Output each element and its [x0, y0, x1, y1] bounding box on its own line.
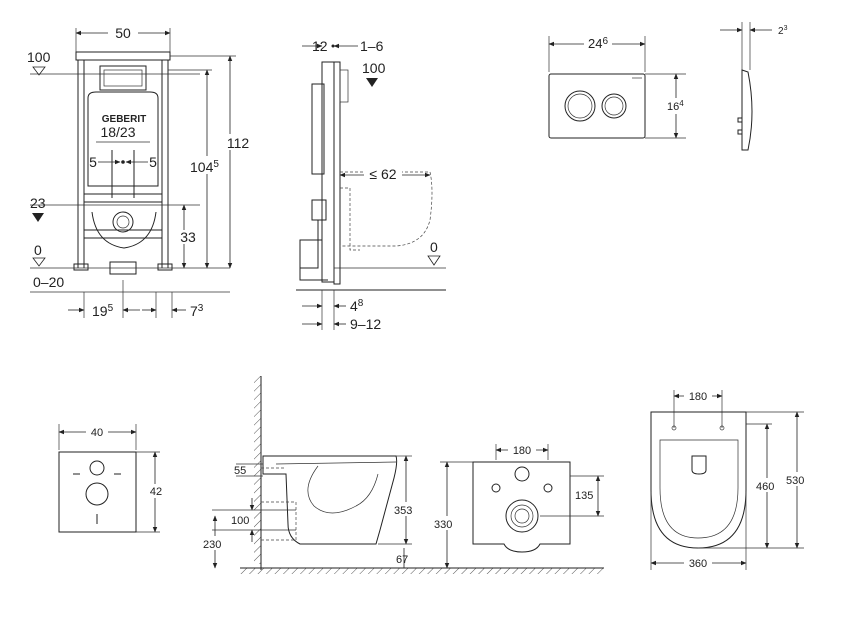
plate-height: 16	[667, 101, 679, 113]
toilet-top-view: 180 460 530 360	[650, 388, 810, 570]
frame-width-19: 19	[92, 303, 108, 319]
side-reach: ≤ 62	[369, 166, 396, 182]
toilet-back-view: 180 330 135	[434, 442, 604, 569]
svg-text:1045: 1045	[190, 159, 219, 175]
toilet-side-100: 100	[231, 515, 249, 527]
plate-depth: 2	[778, 26, 784, 37]
frame-level-100: 100	[27, 49, 51, 65]
frame-offset-right: 5	[149, 154, 157, 170]
frame-level-0: 0	[34, 242, 42, 258]
wall-plate-width: 40	[91, 427, 103, 439]
frame-width-19-sup: 5	[108, 303, 114, 314]
frame-height-104-sup: 5	[213, 159, 219, 170]
side-bottom-4: 4	[350, 298, 358, 314]
side-level-0: 0	[430, 239, 438, 255]
side-bottom-4-sup: 8	[358, 298, 364, 309]
toilet-top-180: 180	[689, 391, 707, 403]
wall-plate-height: 42	[150, 486, 162, 498]
plate-height-sup: 4	[679, 99, 684, 108]
toilet-back-135: 135	[575, 490, 593, 502]
svg-text:195: 195	[92, 303, 114, 319]
side-top-12: 12	[312, 38, 328, 54]
frame-level-23: 23	[30, 195, 46, 211]
flush-plate-front: 246 164	[548, 36, 688, 139]
toilet-side-67: 67	[396, 554, 408, 566]
frame-height-33: 33	[180, 229, 196, 245]
svg-text:164: 164	[667, 99, 684, 113]
frame-height-104: 104	[190, 159, 214, 175]
frame-offset-left: 5	[89, 154, 97, 170]
toilet-top-530: 530	[786, 475, 804, 487]
frame-width-7: 7	[190, 303, 198, 319]
svg-text:23: 23	[778, 25, 788, 37]
side-top-1-6: 1–6	[360, 38, 384, 54]
frame-brand-label: GEBERIT	[102, 114, 146, 125]
toilet-top-360: 360	[689, 558, 707, 570]
toilet-side-view: 55 100 230 353 67	[202, 376, 604, 574]
svg-text:73: 73	[190, 303, 204, 319]
svg-text:48: 48	[350, 298, 364, 314]
wall-plate: 40 42	[58, 424, 164, 533]
plate-width-sup: 6	[602, 36, 608, 47]
svg-text:246: 246	[588, 36, 608, 51]
frame-range-18-23: 18/23	[100, 124, 135, 140]
frame-side-view: 12 1–6 100 ≤ 62 0 48 9–12	[296, 38, 446, 332]
toilet-side-230: 230	[203, 539, 221, 551]
side-level-100: 100	[362, 60, 386, 76]
frame-range-0-20: 0–20	[33, 274, 64, 290]
frame-width-label: 50	[115, 25, 131, 41]
side-bottom-9-12: 9–12	[350, 316, 381, 332]
frame-height-112: 112	[227, 135, 250, 151]
toilet-side-353: 353	[394, 505, 412, 517]
toilet-back-180: 180	[513, 445, 531, 457]
plate-depth-sup: 3	[784, 25, 788, 32]
plate-width: 24	[588, 36, 602, 51]
frame-front-view: 50 GEBERIT 18/23 5 5 100	[27, 25, 249, 319]
toilet-back-330: 330	[434, 519, 452, 531]
frame-width-7-sup: 3	[198, 303, 204, 314]
flush-plate-side: 23	[720, 22, 788, 151]
toilet-side-55: 55	[234, 465, 246, 477]
toilet-top-460: 460	[756, 481, 774, 493]
